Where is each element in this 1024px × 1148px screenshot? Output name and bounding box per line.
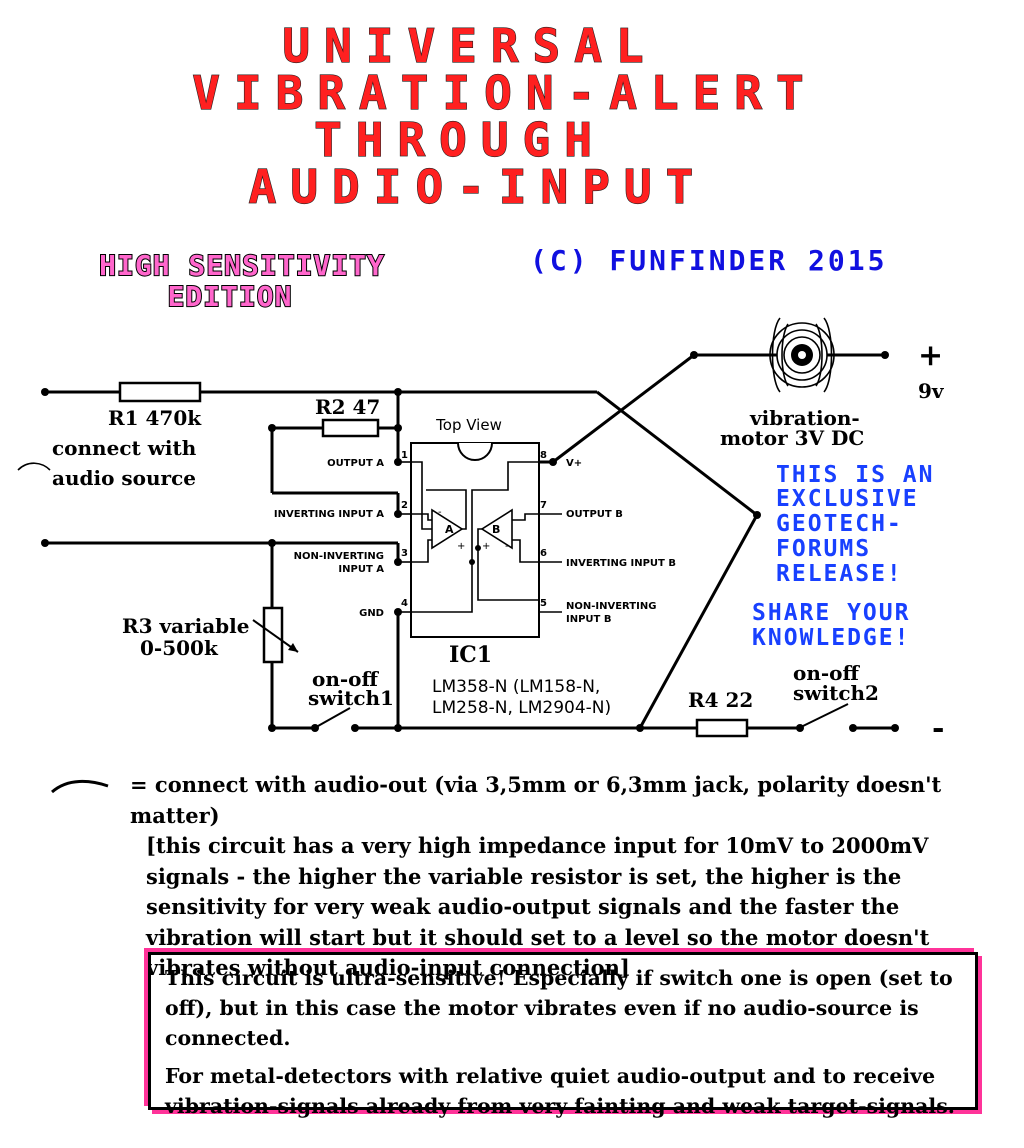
r3-label-1: R3 variable: [122, 614, 249, 638]
pin-8-number: 8: [540, 450, 547, 461]
pin-1-label: OUTPUT A: [327, 458, 384, 469]
pin-7-number: 7: [540, 500, 547, 511]
release-line-1: THIS IS AN: [776, 462, 934, 488]
ic-part-label-1: LM358-N (LM158-N,: [432, 677, 600, 697]
switch2-label-1: on-off: [793, 661, 861, 685]
resistor-r4: [695, 718, 749, 738]
ic1-chip: Top View A B + + - -: [398, 416, 562, 638]
release-note: THIS IS AN EXCLUSIVE GEOTECH- FORUMS REL…: [752, 462, 934, 651]
edition-line-1: HIGH SENSITIVITY: [99, 249, 385, 282]
ic-top-view-label: Top View: [435, 416, 502, 434]
pin-8-label: V+: [566, 458, 582, 469]
resistor-r3-variable: [252, 606, 299, 664]
audio-source-label-1: connect with: [52, 436, 197, 460]
junction-dots: [41, 351, 899, 732]
pin-3-label-2: INPUT A: [338, 564, 384, 575]
ic-name-label: IC1: [449, 642, 492, 668]
warning-paragraph-2: For metal-detectors with relative quiet …: [165, 1064, 955, 1118]
switch2-lever: [802, 703, 849, 727]
pin-2-label: INVERTING INPUT A: [274, 509, 384, 520]
title-line-3: THROUGH: [314, 113, 606, 167]
audio-out-legend-icon: [51, 780, 109, 794]
resistor-r2: [321, 418, 380, 438]
pin-4-number: 4: [401, 598, 408, 609]
circuit-wires: [45, 353, 895, 730]
release-line-5: RELEASE!: [776, 561, 903, 587]
ic-part-label-2: LM258-N, LM2904-N): [432, 698, 611, 718]
battery-plus-label: +: [918, 338, 943, 373]
pin-6-number: 6: [540, 548, 547, 559]
svg-text:-: -: [505, 541, 509, 552]
release-line-2: EXCLUSIVE: [776, 486, 919, 512]
audio-source-label-2: audio source: [52, 466, 196, 490]
switch1-lever: [317, 707, 351, 727]
share-line-2: KNOWLEDGE!: [752, 625, 910, 651]
pin-1-number: 1: [401, 450, 408, 461]
amp-a-label: A: [445, 523, 454, 536]
pin-3-number: 3: [401, 548, 408, 559]
pin-3-label-1: NON-INVERTING: [294, 551, 384, 562]
title-line-1: UNIVERSAL: [282, 19, 657, 73]
pin-5-label-2: INPUT B: [566, 614, 611, 625]
resistor-r1: [118, 381, 202, 403]
copyright-label: (C) FUNFINDER 2015: [530, 244, 887, 277]
pin-4-label: GND: [359, 608, 384, 619]
warning-box: This circuit is ultra-sensitive! Especia…: [148, 952, 978, 1118]
audio-connector-icon: [17, 462, 51, 471]
amp-b-label: B: [492, 523, 500, 536]
r3-label-2: 0-500k: [140, 636, 219, 660]
warning-paragraph-1: This circuit is ultra-sensitive! Especia…: [165, 966, 953, 1050]
legend-text: = connect with audio-out (via 3,5mm or 6…: [130, 772, 942, 828]
r1-label: R1 470k: [108, 406, 202, 430]
switch1-label-2: switch1: [308, 686, 394, 710]
title-line-2: VIBRATION-ALERT: [192, 66, 817, 120]
pin-6-label: INVERTING INPUT B: [566, 558, 676, 569]
edition-line-2: EDITION: [167, 280, 292, 313]
switch2-label-2: switch2: [793, 681, 879, 705]
notes-section: = connect with audio-out (via 3,5mm or 6…: [120, 770, 1010, 984]
battery-minus-label: -: [932, 711, 944, 746]
release-line-4: FORUMS: [776, 536, 871, 562]
vibration-motor-icon: [769, 317, 835, 393]
pin-5-number: 5: [540, 598, 547, 609]
pin-7-label: OUTPUT B: [566, 509, 623, 520]
svg-text:+: +: [457, 541, 465, 552]
motor-label-1: vibration-: [749, 406, 860, 430]
r4-label: R4 22: [688, 688, 753, 712]
motor-label-2: motor 3V DC: [720, 426, 864, 450]
page-title: UNIVERSAL VIBRATION-ALERT THROUGH AUDIO-…: [192, 18, 817, 214]
r2-label: R2 47: [315, 395, 380, 419]
release-line-3: GEOTECH-: [776, 511, 903, 537]
switch1-label-1: on-off: [312, 667, 380, 691]
svg-text:-: -: [438, 507, 442, 518]
pin-5-label-1: NON-INVERTING: [566, 601, 656, 612]
notes-body: [this circuit has a very high impedance …: [146, 833, 930, 980]
share-line-1: SHARE YOUR: [752, 600, 910, 626]
battery-voltage-label: 9v: [918, 379, 945, 403]
svg-text:+: +: [482, 541, 490, 552]
pin-2-number: 2: [401, 500, 408, 511]
title-line-4: AUDIO-INPUT: [249, 160, 708, 214]
